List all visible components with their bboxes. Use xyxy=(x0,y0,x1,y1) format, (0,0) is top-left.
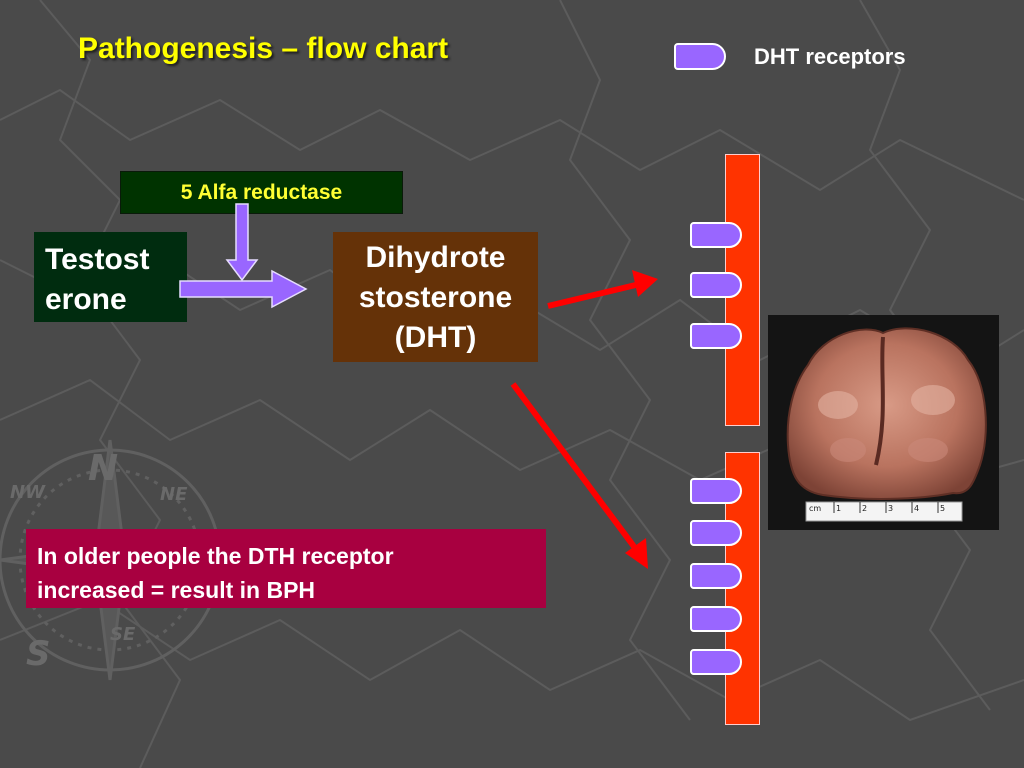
dht-line-2: stosterone xyxy=(358,281,513,314)
receptor-icon xyxy=(690,649,742,675)
ruler-mark: cm xyxy=(809,504,821,513)
ruler-mark: 4 xyxy=(914,504,919,513)
page-title: Pathogenesis – flow chart xyxy=(78,32,449,65)
svg-text:NE: NE xyxy=(160,484,188,505)
ruler-mark: 2 xyxy=(862,504,867,513)
ruler-mark: 3 xyxy=(888,504,893,513)
receptor-icon xyxy=(690,323,742,349)
receptor-icon xyxy=(690,478,742,504)
ruler-mark: 1 xyxy=(836,504,841,513)
dht-box: Dihydrote stosterone (DHT) xyxy=(333,232,538,362)
enzyme-box: 5 Alfa reductase xyxy=(120,171,403,214)
receptor-legend-icon xyxy=(674,43,726,70)
conversion-arrow xyxy=(179,269,308,309)
testosterone-box: Testost erone xyxy=(34,232,187,322)
note-line-2: increased = result in BPH xyxy=(37,577,316,603)
note-line-1: In older people the DTH receptor xyxy=(37,543,394,569)
legend-label: DHT receptors xyxy=(754,44,906,69)
svg-text:S: S xyxy=(26,634,51,674)
receptor-icon xyxy=(690,606,742,632)
dht-line-3: (DHT) xyxy=(394,321,477,354)
red-arrow-upper xyxy=(547,270,658,309)
svg-text:SE: SE xyxy=(110,624,136,645)
red-arrow-lower xyxy=(510,382,648,569)
svg-text:N: N xyxy=(88,448,118,489)
prostate-specimen-drawing: cm 1 2 3 4 5 xyxy=(786,327,987,522)
enzyme-label: 5 Alfa reductase xyxy=(180,180,343,204)
ruler-mark: 5 xyxy=(940,504,945,513)
receptor-icon xyxy=(690,520,742,546)
testosterone-line-2: erone xyxy=(45,283,127,316)
testosterone-line-1: Testost xyxy=(45,243,150,276)
receptor-icon xyxy=(690,272,742,298)
dht-line-1: Dihydrote xyxy=(365,241,506,274)
bph-note-box: In older people the DTH receptor increas… xyxy=(26,529,546,608)
receptor-icon xyxy=(690,222,742,248)
receptor-icon xyxy=(690,563,742,589)
prostate-specimen-photo: cm 1 2 3 4 5 xyxy=(768,315,999,530)
svg-text:NW: NW xyxy=(10,482,46,503)
enzyme-down-arrow xyxy=(225,203,259,282)
